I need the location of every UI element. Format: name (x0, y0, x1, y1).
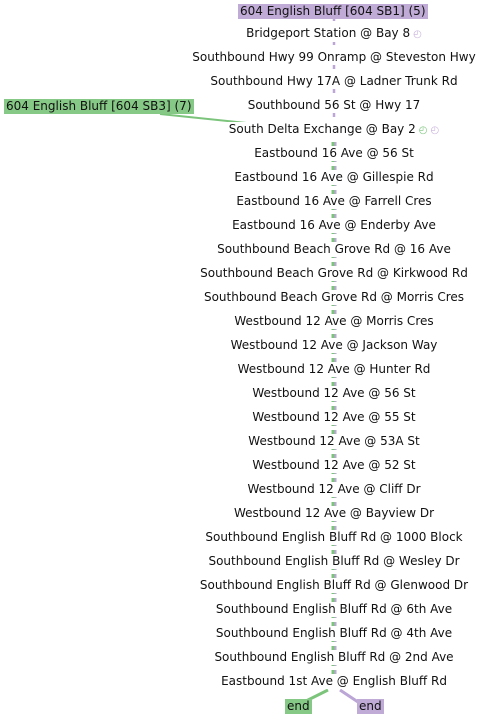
stop-name: Eastbound 1st Ave @ English Bluff Rd (221, 674, 447, 688)
stop-label: Southbound English Bluff Rd @ 2nd Ave (211, 650, 457, 665)
stop-label: Southbound English Bluff Rd @ Wesley Dr (205, 554, 463, 569)
stop-label: Southbound Beach Grove Rd @ 16 Ave (214, 242, 454, 257)
stop-label: Westbound 12 Ave @ 55 St (249, 410, 419, 425)
stop-label: Southbound English Bluff Rd @ 1000 Block (202, 530, 466, 545)
stop-name: Southbound Beach Grove Rd @ 16 Ave (217, 242, 451, 256)
stop-name: Westbound 12 Ave @ 53A St (248, 434, 420, 448)
stop-label: Southbound 56 St @ Hwy 17 (244, 98, 424, 113)
end-label-purple: end (357, 699, 384, 714)
stop-label: Westbound 12 Ave @ 52 St (249, 458, 419, 473)
stop-label: Westbound 12 Ave @ Bayview Dr (230, 506, 438, 521)
stop-label: Westbound 12 Ave @ Jackson Way (227, 338, 441, 353)
stop-label: Southbound English Bluff Rd @ 6th Ave (212, 602, 456, 617)
stop-label: Southbound Hwy 99 Onramp @ Steveston Hwy (189, 50, 479, 65)
end-label-green: end (285, 699, 312, 714)
stop-name: Southbound English Bluff Rd @ 6th Ave (215, 602, 453, 616)
stop-name: Westbound 12 Ave @ Cliff Dr (247, 482, 421, 496)
stop-name: Southbound Beach Grove Rd @ Morris Cres (203, 290, 465, 304)
stop-name: Southbound English Bluff Rd @ Wesley Dr (208, 554, 460, 568)
stop-name: Westbound 12 Ave @ Bayview Dr (233, 506, 435, 520)
stop-label: Southbound English Bluff Rd @ 4th Ave (212, 626, 456, 641)
stop-label: Westbound 12 Ave @ Cliff Dr (244, 482, 424, 497)
stop-label: Westbound 12 Ave @ Hunter Rd (234, 362, 434, 377)
stop-label: Eastbound 16 Ave @ Farrell Cres (233, 194, 435, 209)
clock-icon: ◴ (413, 29, 422, 40)
route-label-sb1: 604 English Bluff [604 SB1] (5) (238, 4, 428, 19)
stop-name: Southbound 56 St @ Hwy 17 (247, 98, 421, 112)
stop-label: Southbound Beach Grove Rd @ Kirkwood Rd (197, 266, 471, 281)
stop-name: Southbound English Bluff Rd @ 2nd Ave (214, 650, 454, 664)
stop-name: Westbound 12 Ave @ Jackson Way (230, 338, 438, 352)
stop-label: Eastbound 1st Ave @ English Bluff Rd (218, 674, 450, 689)
stop-label: Westbound 12 Ave @ 53A St (245, 434, 423, 449)
stop-label: Bridgeport Station @ Bay 8◴ (243, 26, 425, 42)
stop-name: Eastbound 16 Ave @ Gillespie Rd (234, 170, 434, 184)
stop-name: Westbound 12 Ave @ 56 St (252, 386, 416, 400)
stop-label: South Delta Exchange @ Bay 2◴◴ (225, 122, 443, 138)
stop-label: Eastbound 16 Ave @ Gillespie Rd (231, 170, 437, 185)
clock-icon: ◴ (430, 125, 440, 136)
stop-name: Southbound Hwy 99 Onramp @ Steveston Hwy (192, 50, 476, 64)
stop-name: Southbound English Bluff Rd @ 1000 Block (205, 530, 463, 544)
stop-name: South Delta Exchange @ Bay 2 (228, 122, 416, 136)
stop-name: Southbound Hwy 17A @ Ladner Trunk Rd (210, 74, 458, 88)
stop-label: Eastbound 16 Ave @ Enderby Ave (229, 218, 439, 233)
stop-name: Eastbound 16 Ave @ Enderby Ave (232, 218, 436, 232)
stop-name: Westbound 12 Ave @ Hunter Rd (237, 362, 431, 376)
stop-label: Westbound 12 Ave @ Morris Cres (231, 314, 437, 329)
stop-name: Eastbound 16 Ave @ Farrell Cres (236, 194, 432, 208)
stop-name: Southbound English Bluff Rd @ Glenwood D… (199, 578, 469, 592)
stop-name: Eastbound 16 Ave @ 56 St (254, 146, 414, 160)
clock-icon: ◴ (418, 125, 428, 136)
route-label-sb3: 604 English Bluff [604 SB3] (7) (4, 99, 194, 114)
stop-name: Bridgeport Station @ Bay 8 (246, 26, 411, 40)
stop-name: Southbound English Bluff Rd @ 4th Ave (215, 626, 453, 640)
stop-name: Westbound 12 Ave @ 52 St (252, 458, 416, 472)
stop-label: Eastbound 16 Ave @ 56 St (251, 146, 417, 161)
stop-name: Southbound Beach Grove Rd @ Kirkwood Rd (200, 266, 468, 280)
stop-name: Westbound 12 Ave @ Morris Cres (234, 314, 434, 328)
stop-name: Westbound 12 Ave @ 55 St (252, 410, 416, 424)
stop-label: Southbound Hwy 17A @ Ladner Trunk Rd (207, 74, 461, 89)
stop-label: Westbound 12 Ave @ 56 St (249, 386, 419, 401)
stop-label: Southbound Beach Grove Rd @ Morris Cres (200, 290, 468, 305)
stop-label: Southbound English Bluff Rd @ Glenwood D… (196, 578, 472, 593)
